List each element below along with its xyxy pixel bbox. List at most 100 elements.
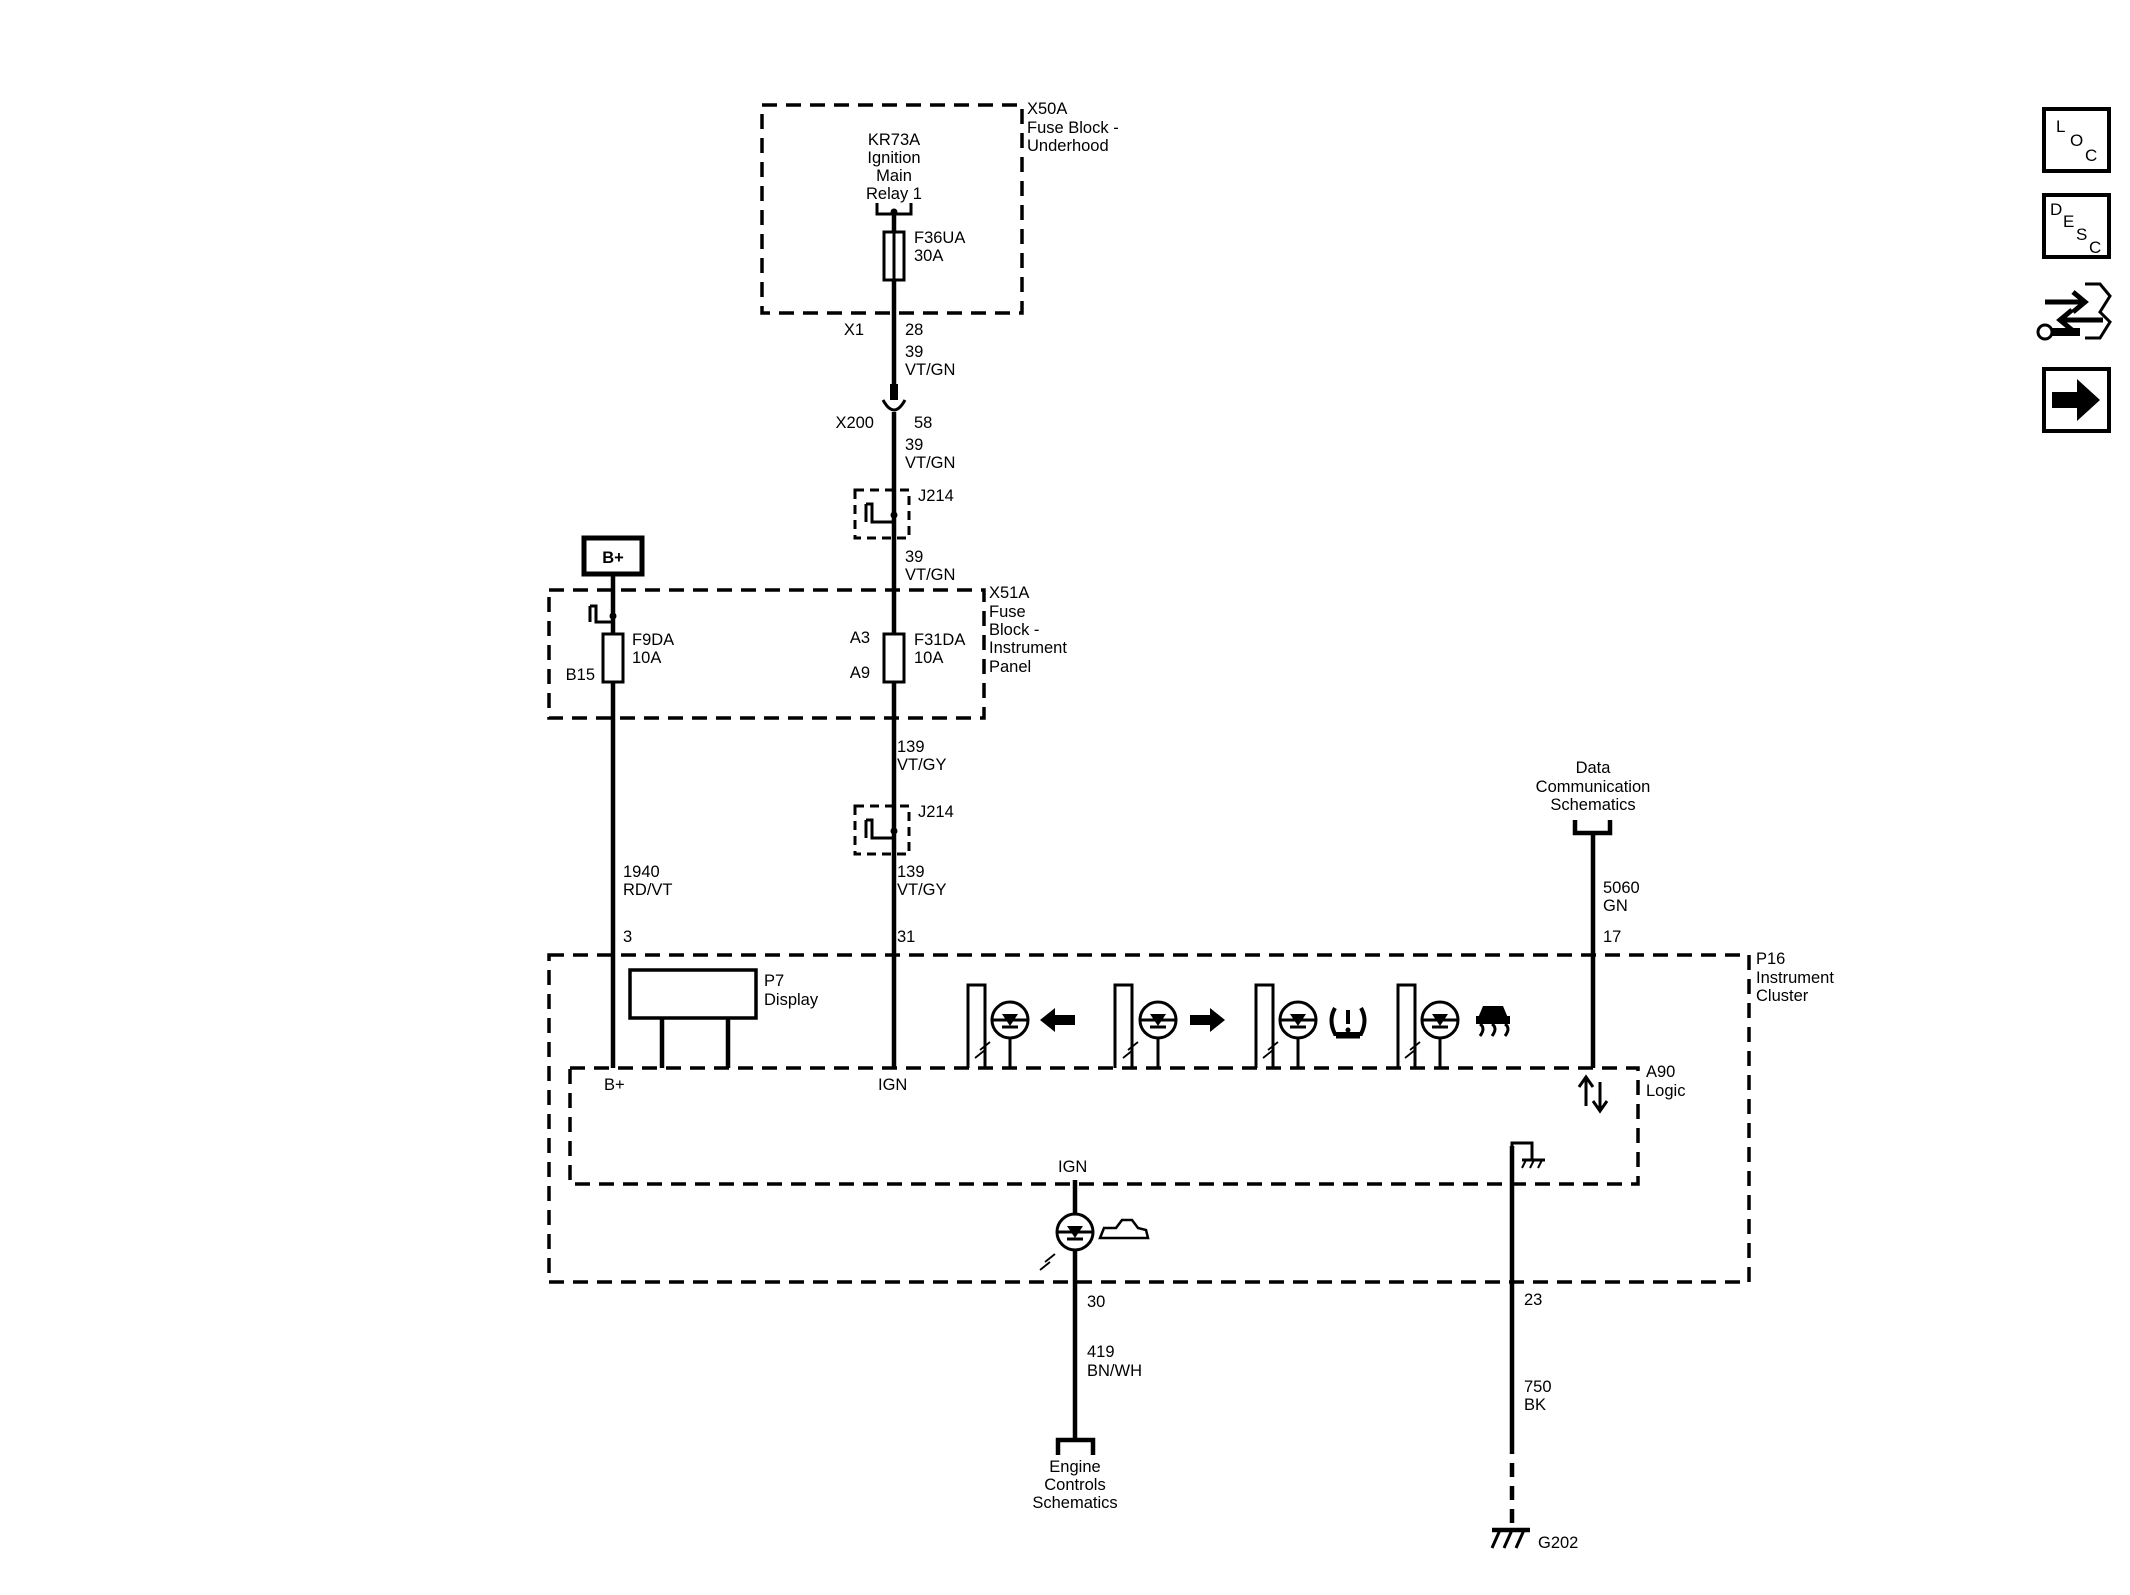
svg-text:Controls: Controls — [1044, 1476, 1105, 1494]
svg-text:J214: J214 — [918, 487, 954, 505]
svg-text:KR73A: KR73A — [868, 131, 920, 149]
svg-text:VT/GN: VT/GN — [905, 361, 955, 379]
svg-text:VT/GY: VT/GY — [897, 881, 947, 899]
svg-text:Block -: Block - — [989, 621, 1039, 639]
x200-connector: X200 58 — [835, 384, 932, 432]
kr73a-relay: KR73A Ignition Main Relay 1 — [866, 131, 922, 216]
traction-control-indicator — [1396, 983, 1510, 1068]
x1-connector-label: X1 — [844, 321, 864, 339]
svg-text:10A: 10A — [632, 649, 661, 667]
svg-text:Schematics: Schematics — [1032, 1494, 1117, 1512]
svg-text:Underhood: Underhood — [1027, 137, 1109, 155]
connector-repair-icon[interactable] — [2036, 282, 2112, 341]
loc-button[interactable]: L O C — [2042, 107, 2111, 173]
traction-control-icon — [1476, 1006, 1510, 1037]
svg-text:A90: A90 — [1646, 1063, 1675, 1081]
engine-controls-link[interactable]: Engine Controls Schematics — [1032, 1437, 1118, 1512]
svg-text:Cluster: Cluster — [1756, 987, 1809, 1005]
svg-text:Communication: Communication — [1536, 778, 1651, 796]
svg-text:GN: GN — [1603, 897, 1628, 915]
svg-text:B+: B+ — [604, 1076, 625, 1094]
x51a-fuse-block: X51A Fuse Block - Instrument Panel — [547, 584, 1067, 720]
f36ua-fuse: F36UA 30A — [882, 214, 965, 284]
svg-text:L: L — [2056, 117, 2065, 136]
svg-text:30A: 30A — [914, 247, 943, 265]
security-car-icon — [1098, 1218, 1150, 1240]
a90-logic: A90 Logic B+ IGN IGN — [568, 1063, 1685, 1186]
svg-text:39: 39 — [905, 548, 923, 566]
bidirectional-data-icon — [1577, 1074, 1609, 1114]
svg-text:3: 3 — [623, 928, 632, 946]
svg-text:Logic: Logic — [1646, 1082, 1685, 1100]
svg-text:Instrument: Instrument — [989, 639, 1067, 657]
svg-text:BK: BK — [1524, 1396, 1546, 1414]
svg-text:139: 139 — [897, 863, 925, 881]
svg-text:D: D — [2050, 200, 2062, 219]
right-turn-indicator — [1113, 983, 1225, 1068]
svg-text:10A: 10A — [914, 649, 943, 667]
svg-text:E: E — [2063, 212, 2074, 231]
svg-text:VT/GN: VT/GN — [905, 454, 955, 472]
svg-text:X200: X200 — [835, 414, 874, 432]
data-communication-link[interactable]: Data Communication Schematics — [1536, 759, 1651, 836]
svg-text:B+: B+ — [602, 549, 624, 567]
svg-text:31: 31 — [897, 928, 915, 946]
svg-text:A9: A9 — [850, 664, 870, 682]
desc-button[interactable]: D E S C — [2042, 193, 2111, 259]
svg-text:23: 23 — [1524, 1291, 1542, 1309]
svg-text:RD/VT: RD/VT — [623, 881, 673, 899]
internal-ground-symbol — [1510, 1141, 1545, 1169]
svg-text:Fuse Block -: Fuse Block - — [1027, 119, 1119, 137]
svg-text:O: O — [2070, 131, 2083, 150]
svg-text:VT/GY: VT/GY — [897, 756, 947, 774]
next-page-button[interactable] — [2042, 367, 2111, 433]
j214-splice-bottom: J214 — [853, 803, 954, 856]
svg-text:419: 419 — [1087, 1343, 1115, 1361]
svg-text:C: C — [2089, 238, 2101, 257]
left-turn-indicator — [966, 983, 1075, 1068]
f31da-fuse: F31DA 10A A3 A9 — [850, 629, 965, 684]
svg-text:Display: Display — [764, 991, 819, 1009]
svg-text:X50A: X50A — [1027, 100, 1067, 118]
p16-instrument-cluster: P16 Instrument Cluster — [547, 950, 1834, 1284]
svg-text:S: S — [2076, 225, 2087, 244]
svg-text:G202: G202 — [1538, 1534, 1578, 1552]
svg-text:A3: A3 — [850, 629, 870, 647]
svg-text:Fuse: Fuse — [989, 603, 1026, 621]
svg-text:F9DA: F9DA — [632, 631, 674, 649]
svg-text:P16: P16 — [1756, 950, 1785, 968]
svg-text:BN/WH: BN/WH — [1087, 1362, 1142, 1380]
svg-text:Ignition: Ignition — [867, 149, 920, 167]
svg-text:5060: 5060 — [1603, 879, 1640, 897]
svg-text:VT/GN: VT/GN — [905, 566, 955, 584]
security-indicator — [1039, 1212, 1150, 1271]
svg-text:Panel: Panel — [989, 658, 1031, 676]
svg-text:39: 39 — [905, 343, 923, 361]
p7-display: P7 Display — [628, 968, 819, 1068]
tire-pressure-icon — [1329, 1006, 1367, 1039]
svg-text:17: 17 — [1603, 928, 1621, 946]
svg-text:IGN: IGN — [1058, 1158, 1087, 1176]
x50a-fuse-block: X50A Fuse Block - Underhood — [760, 100, 1119, 315]
svg-text:IGN: IGN — [878, 1076, 907, 1094]
g202-ground: G202 — [1490, 1527, 1578, 1552]
svg-text:Main: Main — [876, 167, 912, 185]
svg-text:Engine: Engine — [1049, 1458, 1100, 1476]
svg-text:Instrument: Instrument — [1756, 969, 1834, 987]
svg-text:39: 39 — [905, 436, 923, 454]
right-arrow-icon — [2052, 379, 2100, 421]
svg-text:Schematics: Schematics — [1550, 796, 1635, 814]
right-turn-arrow-icon — [1190, 1008, 1225, 1032]
left-turn-arrow-icon — [1040, 1008, 1075, 1032]
svg-text:30: 30 — [1087, 1293, 1105, 1311]
svg-text:C: C — [2085, 146, 2097, 165]
svg-text:X51A: X51A — [989, 584, 1029, 602]
battery-positive-source: B+ — [581, 535, 645, 577]
svg-text:Relay 1: Relay 1 — [866, 185, 922, 203]
j214-splice-top: J214 — [853, 487, 954, 540]
svg-text:J214: J214 — [918, 803, 954, 821]
svg-text:58: 58 — [914, 414, 932, 432]
svg-text:Data: Data — [1576, 759, 1612, 777]
svg-text:F31DA: F31DA — [914, 631, 965, 649]
